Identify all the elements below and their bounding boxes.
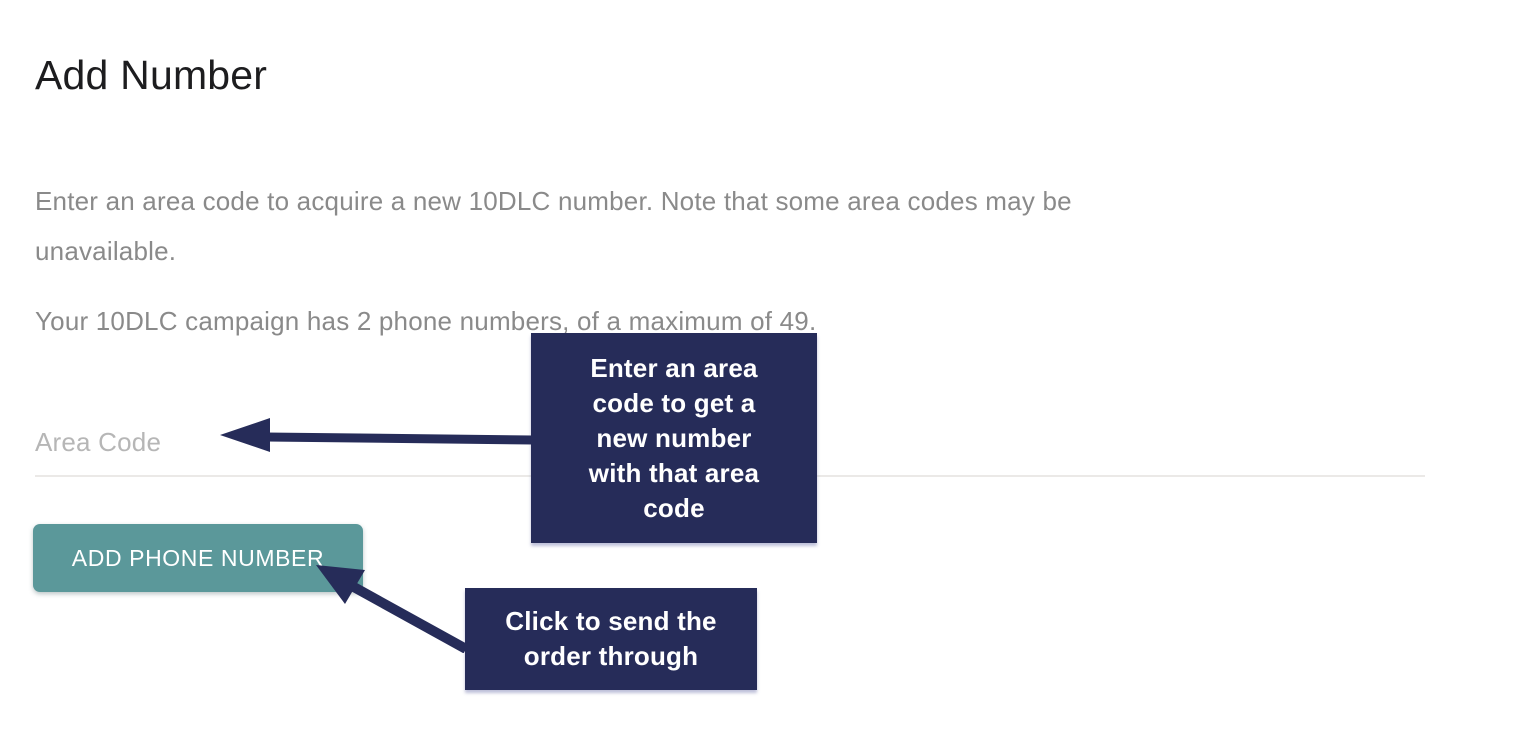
intro-text: Enter an area code to acquire a new 10DL… bbox=[35, 186, 1072, 266]
submit-callout-text: Click to send the order through bbox=[505, 606, 717, 671]
add-phone-number-button[interactable]: ADD PHONE NUMBER bbox=[33, 524, 363, 592]
page-title: Add Number bbox=[35, 52, 268, 99]
campaign-status-text: Your 10DLC campaign has 2 phone numbers,… bbox=[35, 306, 817, 336]
submit-callout: Click to send the order through bbox=[465, 588, 757, 690]
area-code-callout-text: Enter an area code to get a new number w… bbox=[588, 352, 760, 523]
area-code-callout: Enter an area code to get a new number w… bbox=[531, 333, 817, 543]
